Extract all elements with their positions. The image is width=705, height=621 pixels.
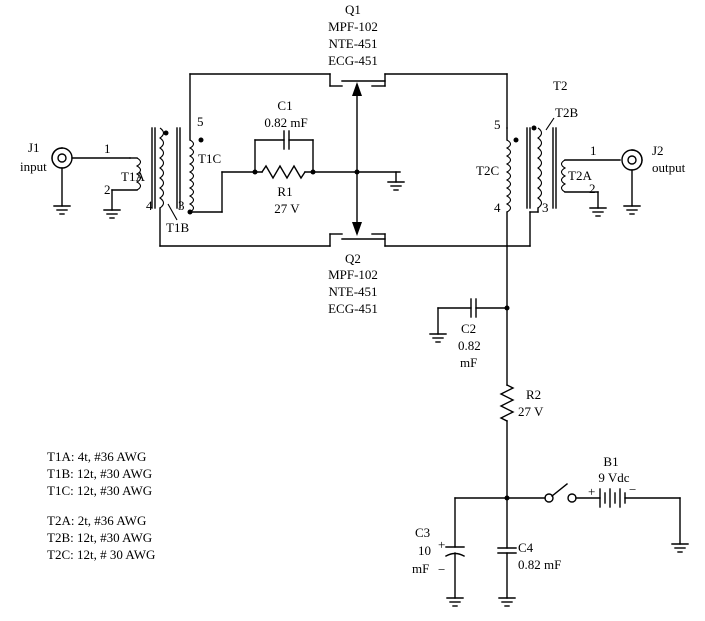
pin-t1-2: 2: [104, 182, 111, 197]
t1c-label: T1C: [198, 151, 221, 166]
t1b-winding: [159, 127, 169, 247]
j1-ref: J1: [28, 140, 40, 155]
t2b-label: T2B: [555, 105, 578, 120]
winding-note: T1A: 4t, #36 AWG: [47, 449, 146, 464]
j2-connector: [621, 149, 643, 215]
q1-ref: Q1: [345, 2, 361, 17]
r1-value: 27 V: [274, 201, 300, 216]
j2-ref: J2: [652, 143, 664, 158]
pin-t1-3: 3: [178, 198, 185, 213]
t1a-label: T1A: [121, 169, 145, 184]
r2-value: 27 V: [518, 404, 544, 419]
r2-ref: R2: [526, 387, 541, 402]
c1-capacitor: [254, 130, 314, 173]
power-switch: [544, 483, 601, 503]
c3-unit: mF: [412, 561, 429, 576]
pin-t2-2: 2: [589, 181, 596, 196]
q2-line2: NTE-451: [328, 284, 377, 299]
c2-ref: C2: [461, 321, 476, 336]
q2-line1: MPF-102: [328, 267, 378, 282]
j1-name: input: [20, 159, 47, 174]
t2c-winding: [505, 127, 519, 309]
winding-note: T2B: 12t, #30 AWG: [47, 530, 152, 545]
q1-line2: NTE-451: [328, 36, 377, 51]
winding-note: T1C: 12t, #30 AWG: [47, 483, 152, 498]
b1-value: 9 Vdc: [598, 470, 629, 485]
c4-ref: C4: [518, 540, 534, 555]
t2a-winding: [560, 159, 621, 217]
c3-minus: −: [438, 562, 445, 577]
t2a-label: T2A: [568, 168, 592, 183]
j2-name: output: [652, 160, 686, 175]
q1-line1: MPF-102: [328, 19, 378, 34]
t1c-winding: [187, 73, 223, 215]
j1-connector: [51, 147, 73, 215]
r1-resistor: [221, 164, 405, 213]
c4-capacitor: [497, 497, 517, 607]
pin-t2-4: 4: [494, 200, 501, 215]
winding-notes: T1A: 4t, #36 AWG T1B: 12t, #30 AWG T1C: …: [47, 449, 155, 562]
t2b-winding: [529, 125, 543, 213]
winding-note: T2A: 2t, #36 AWG: [47, 513, 146, 528]
t2-label: T2: [553, 78, 567, 93]
q1-line3: ECG-451: [328, 53, 378, 68]
q2-ref: Q2: [345, 251, 361, 266]
c1-value: 0.82 mF: [264, 115, 307, 130]
c3-value: 10: [418, 543, 431, 558]
winding-note: T1B: 12t, #30 AWG: [47, 466, 152, 481]
b1-ref: B1: [603, 454, 618, 469]
pin-t1-1: 1: [104, 141, 111, 156]
b1-battery: [599, 488, 689, 553]
t2c-label: T2C: [476, 163, 499, 178]
r1-ref: R1: [277, 184, 292, 199]
winding-note: T2C: 12t, # 30 AWG: [47, 547, 155, 562]
c4-value: 0.82 mF: [518, 557, 561, 572]
pin-t1-5: 5: [197, 114, 204, 129]
b1-plus: +: [588, 484, 595, 499]
q2-line3: ECG-451: [328, 301, 378, 316]
c3-capacitor: [445, 497, 465, 607]
t1b-label: T1B: [166, 220, 189, 235]
t1a-winding: [103, 157, 142, 219]
pin-t1-4: 4: [146, 198, 153, 213]
c3-ref: C3: [415, 525, 430, 540]
b1-minus: −: [629, 482, 636, 497]
c2-value-a: 0.82: [458, 338, 481, 353]
pin-t2-5: 5: [494, 117, 501, 132]
c2-capacitor: [429, 298, 510, 343]
pin-t2-3: 3: [542, 200, 549, 215]
pin-t2-1: 1: [590, 143, 597, 158]
r2-resistor: [499, 307, 515, 499]
c2-value-b: mF: [460, 355, 477, 370]
c3-plus: +: [438, 537, 445, 552]
c1-ref: C1: [277, 98, 292, 113]
